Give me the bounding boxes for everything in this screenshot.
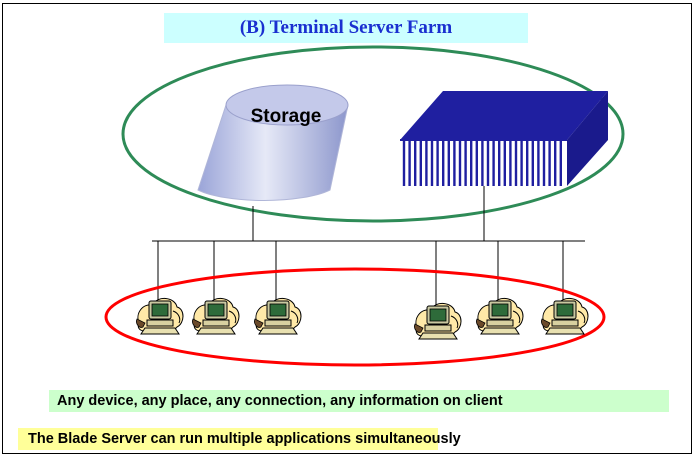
client-workstation-icon	[541, 298, 589, 335]
network-backbone	[152, 186, 585, 305]
client-workstation-icon	[136, 298, 184, 335]
client-workstation-icon	[476, 298, 524, 335]
client-workstation-icon	[192, 298, 240, 335]
server-group-ellipse	[121, 45, 625, 223]
storage-label: Storage	[251, 106, 322, 127]
caption-blade-server: The Blade Server can run multiple applic…	[18, 428, 461, 450]
client-workstation-icon	[254, 298, 302, 335]
caption-any-device: Any device, any place, any connection, a…	[49, 390, 669, 412]
client-workstation-icon	[414, 303, 462, 340]
diagram-title: (B) Terminal Server Farm	[164, 13, 528, 43]
storage-icon: Storage	[197, 84, 349, 201]
slide-frame	[2, 3, 692, 454]
client-group-ellipse	[104, 267, 606, 367]
blade-server-icon	[400, 91, 608, 186]
